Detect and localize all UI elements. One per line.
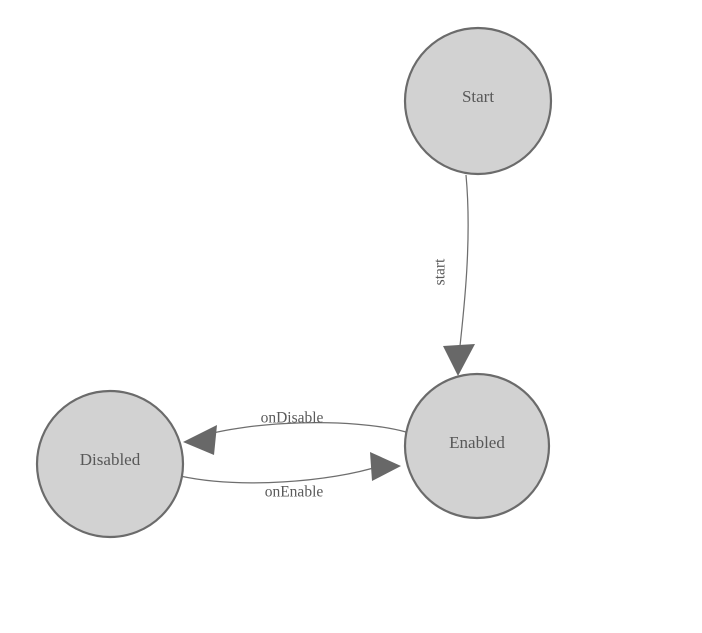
node-enabled[interactable]: Enabled xyxy=(403,372,551,520)
edge-disabled-to-enabled-path xyxy=(179,465,381,484)
node-start-label: Start xyxy=(462,87,494,106)
edge-start-to-enabled[interactable]: start xyxy=(432,174,475,376)
edge-label-on-disable: onDisable xyxy=(261,410,324,427)
edge-disabled-to-enabled[interactable]: onEnable xyxy=(179,452,401,501)
node-start[interactable]: Start xyxy=(403,26,553,176)
node-start-circle xyxy=(403,26,553,176)
arrowhead-into-enabled-from-disabled xyxy=(370,452,401,481)
node-disabled[interactable]: Disabled xyxy=(35,389,185,539)
edge-start-to-enabled-path xyxy=(458,174,469,356)
edge-label-on-enable: onEnable xyxy=(265,484,324,501)
arrowhead-into-enabled-from-start xyxy=(443,344,475,376)
edge-enabled-to-disabled-path xyxy=(197,422,407,438)
node-enabled-label: Enabled xyxy=(449,433,505,452)
arrowhead-into-disabled xyxy=(183,425,217,455)
node-disabled-circle xyxy=(35,389,185,539)
edge-enabled-to-disabled[interactable]: onDisable xyxy=(183,410,407,455)
node-enabled-circle xyxy=(403,372,551,520)
edge-label-start: start xyxy=(432,258,449,285)
node-disabled-label: Disabled xyxy=(80,450,141,469)
